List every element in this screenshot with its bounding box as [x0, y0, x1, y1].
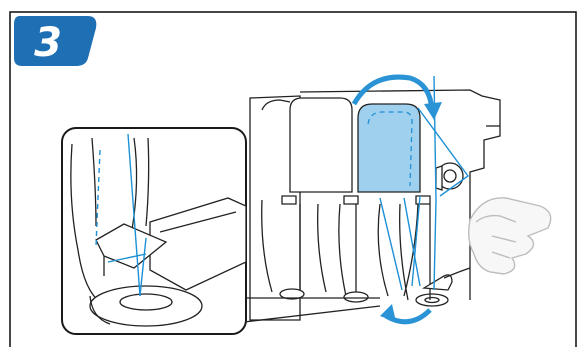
embroidery-machine-head [249, 89, 501, 321]
rotate-arrow-head [424, 102, 442, 120]
step-number: 3 [34, 20, 62, 66]
presser-foot [415, 293, 449, 307]
hand-icon [467, 197, 552, 275]
needle-bar-cover [289, 97, 353, 193]
rotate-arrow-icon [351, 74, 435, 111]
illustration-frame [9, 11, 577, 347]
step-badge-shape [14, 16, 97, 66]
callout-lines [238, 297, 381, 323]
needle-bar-cover-highlight [357, 103, 421, 193]
rotate-arrow-head [380, 304, 396, 322]
step-badge: 3 [14, 16, 97, 66]
detail-inset [61, 127, 247, 335]
